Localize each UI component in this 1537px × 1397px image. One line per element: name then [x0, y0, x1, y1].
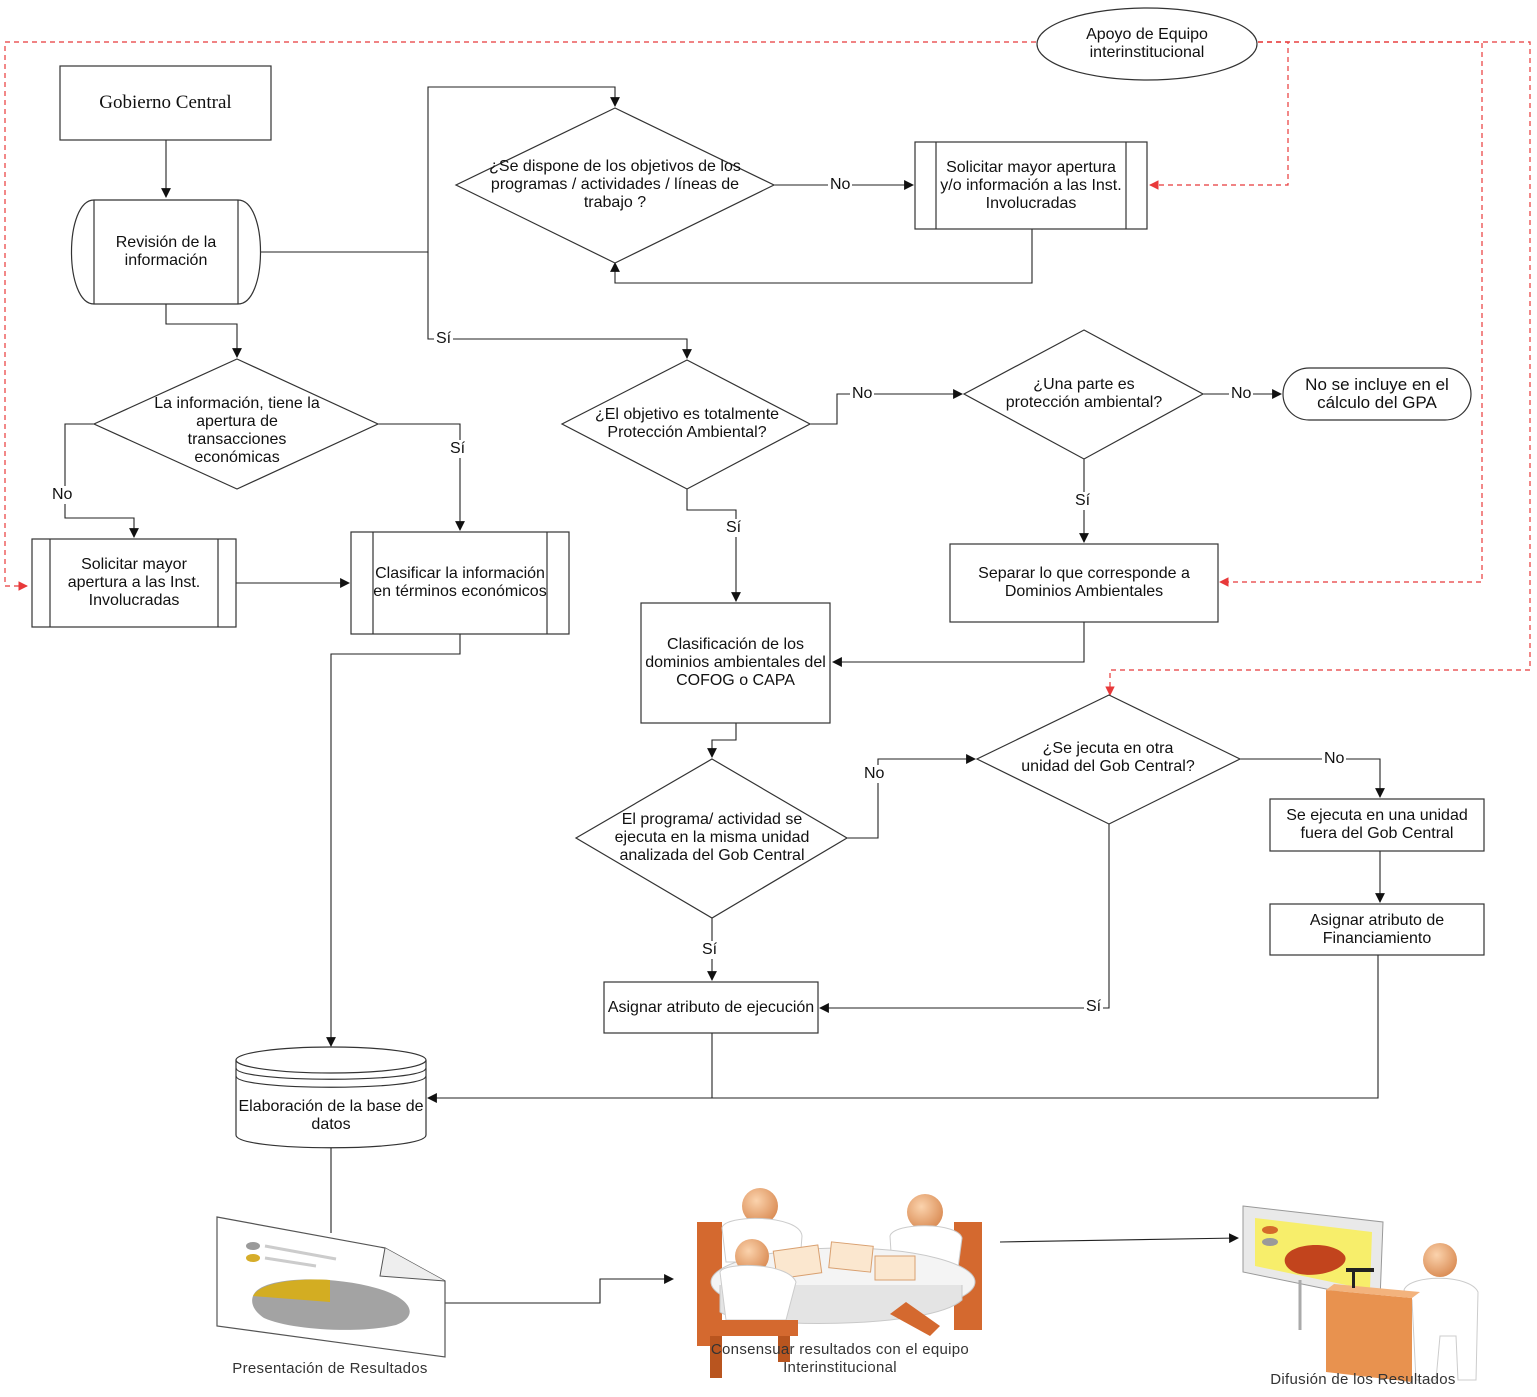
- label-q-objetivo-pa: ¿El objetivo es totalmente Protección Am…: [594, 406, 780, 441]
- edge-label-si-parte: Sí: [1073, 492, 1093, 510]
- box-clasificacion-dominios: [640, 602, 831, 724]
- label-gobierno: Gobierno Central: [99, 92, 232, 113]
- label-q-apertura: La información, tiene la apertura de tra…: [154, 395, 320, 466]
- edge-label-si-apertura: Sí: [448, 440, 468, 458]
- edge-label-no-parte: No: [1229, 385, 1254, 403]
- label-clasificar: Clasificar la información en términos ec…: [373, 565, 547, 600]
- label-base-datos: Elaboración de la base de datos: [238, 1098, 424, 1133]
- box-solicitar-apertura: [31, 538, 237, 628]
- diamond-parte: [962, 329, 1205, 460]
- box-ejecucion: [603, 981, 819, 1034]
- diamond-apertura: [92, 358, 380, 490]
- node-shapes: [31, 7, 1485, 1149]
- caption-difusion: Difusión de los Resultados: [1270, 1371, 1456, 1388]
- meeting-people-icon: [697, 1188, 982, 1378]
- edge-label-no-otra-unidad: No: [1322, 750, 1347, 768]
- box-solicitar-info: [914, 141, 1148, 230]
- diamond-objetivos: [454, 107, 776, 264]
- diamond-otra-unidad: [975, 694, 1242, 825]
- label-apoyo: Apoyo de Equipo interinstitucional: [1086, 26, 1208, 61]
- feedback-lines: [4, 41, 1531, 696]
- label-separar: Separar lo que corresponde a Dominios Am…: [978, 565, 1190, 600]
- presenter-screen-icon: [1242, 1205, 1479, 1382]
- label-q-otra-unidad: ¿Se jecuta en otra unidad del Gob Centra…: [1021, 740, 1195, 775]
- diamond-objetivo-pa: [560, 359, 812, 490]
- diamond-misma-unidad: [574, 758, 849, 919]
- label-q-parte: ¿Una parte es protección ambiental?: [1005, 376, 1163, 411]
- caption-presentacion: Presentación de Resultados: [232, 1360, 428, 1377]
- edge-label-no-apertura: No: [50, 486, 75, 504]
- label-ejecucion: Asignar atributo de ejecución: [607, 998, 815, 1016]
- box-financiamiento: [1269, 903, 1485, 956]
- edge-label-si-misma-unidad: Sí: [700, 941, 720, 959]
- box-clasificar: [350, 531, 570, 635]
- edge-label-no-objetivo-pa: No: [850, 385, 875, 403]
- edge-label-no-objetivos: No: [828, 176, 853, 194]
- ellipse-apoyo: [1036, 7, 1258, 81]
- label-q-objetivos: ¿Se dispone de los objetivos de los prog…: [489, 158, 741, 211]
- label-financiamiento: Asignar atributo de Financiamiento: [1309, 911, 1445, 947]
- document-pie-chart-icon: [216, 1216, 446, 1358]
- edge-label-si-objetivos: Sí: [434, 330, 454, 348]
- label-clasificacion-dominios: Clasificación de los dominios ambientale…: [645, 636, 826, 689]
- label-solicitar-apertura: Solicitar mayor apertura a las Inst. Inv…: [67, 556, 201, 609]
- label-q-misma-unidad: El programa/ actividad se ejecuta en la …: [614, 811, 810, 864]
- caption-consensuar: Consensuar resultados con el equipo Inte…: [710, 1341, 970, 1376]
- box-fuera-gob: [1269, 798, 1485, 852]
- label-revision: Revisión de la información: [115, 234, 217, 269]
- shape-no-incluye: [1282, 367, 1472, 421]
- edge-label-si-otra-unidad: Sí: [1084, 998, 1104, 1016]
- box-gobierno: [59, 65, 272, 141]
- label-solicitar-info: Solicitar mayor apertura y/o información…: [940, 158, 1122, 212]
- label-no-incluye: No se incluye en el cálculo del GPA: [1305, 375, 1449, 412]
- edge-label-no-misma-unidad: No: [862, 765, 887, 783]
- box-separar: [949, 543, 1219, 623]
- cylinder-base-datos: [235, 1060, 427, 1149]
- edge-label-si-objetivo-pa: Sí: [724, 519, 744, 537]
- label-fuera-gob: Se ejecuta en una unidad fuera del Gob C…: [1286, 807, 1468, 842]
